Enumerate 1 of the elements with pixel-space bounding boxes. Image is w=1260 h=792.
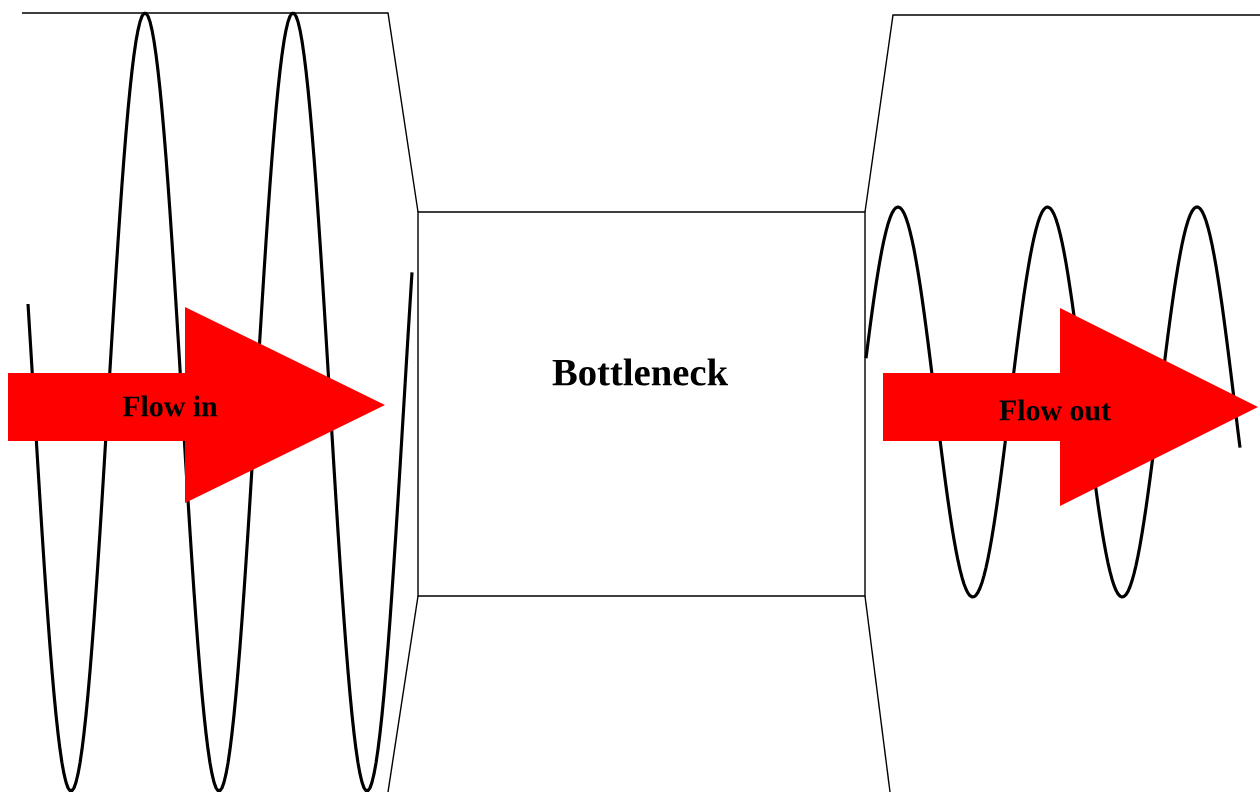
bottleneck-box: Bottleneck bbox=[417, 211, 866, 597]
